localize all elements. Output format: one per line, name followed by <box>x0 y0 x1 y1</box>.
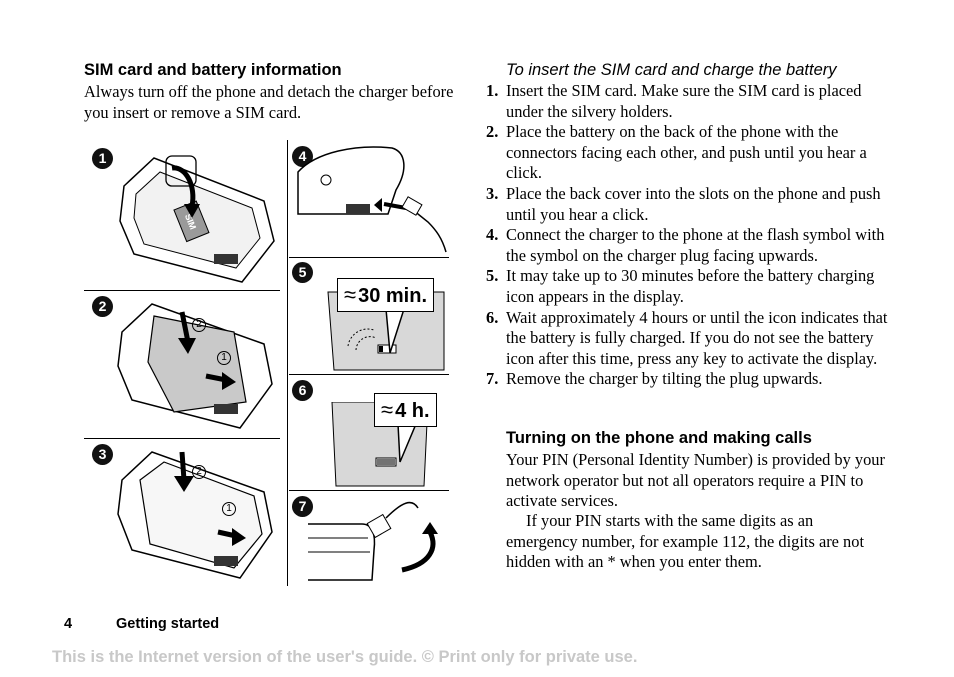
figure-divider <box>84 438 280 439</box>
instruction-figure: 1 SIM 2 2 1 3 2 1 4 <box>84 140 450 588</box>
phone-sim-illustration: SIM <box>119 155 275 283</box>
page-number: 4 <box>64 616 73 632</box>
list-item: 2.Place the battery on the back of the p… <box>486 122 867 183</box>
charger-connect-illustration <box>297 146 447 253</box>
callout-30-min: ≈30 min. <box>337 278 434 312</box>
figure-divider <box>289 374 449 375</box>
intro-paragraph: Always turn off the phone and detach the… <box>84 82 454 122</box>
section-heading-turning-on: Turning on the phone and making calls <box>506 429 812 447</box>
sub-step-marker: 1 <box>217 351 231 365</box>
list-item: 6.Wait approximately 4 hours or until th… <box>486 307 888 368</box>
step-number-badge: 6 <box>292 380 313 401</box>
list-item: 5.It may take up to 30 minutes before th… <box>486 266 875 306</box>
callout-pointer <box>385 309 405 354</box>
pin-emergency-paragraph: If your PIN starts with the same digits … <box>506 511 864 572</box>
figure-divider <box>289 490 449 491</box>
step-number-badge: 5 <box>292 262 313 283</box>
figure-divider <box>84 290 280 291</box>
step-number-badge: 4 <box>292 146 313 167</box>
phone-cover-illustration <box>117 451 273 579</box>
section-heading-sim-battery: SIM card and battery information <box>84 61 342 79</box>
list-item: 7.Remove the charger by tilting the plug… <box>486 369 823 389</box>
disclaimer-text: This is the Internet version of the user… <box>52 648 638 666</box>
callout-pointer <box>397 424 417 463</box>
step-number-badge: 3 <box>92 444 113 465</box>
list-item: 3.Place the back cover into the slots on… <box>486 183 881 224</box>
figure-divider <box>289 257 449 258</box>
procedure-steps: 1.Insert the SIM card. Make sure the SIM… <box>486 81 896 390</box>
list-item: 1.Insert the SIM card. Make sure the SIM… <box>486 81 862 121</box>
sub-step-marker: 2 <box>192 318 206 332</box>
phone-battery-illustration <box>117 303 273 429</box>
step-number-badge: 2 <box>92 296 113 317</box>
callout-4-h: ≈4 h. <box>374 393 437 427</box>
figure-divider-vertical <box>287 140 288 586</box>
running-footer-section: Getting started <box>116 616 220 632</box>
sub-step-marker: 2 <box>192 465 206 479</box>
step-number-badge: 1 <box>92 148 113 169</box>
procedure-heading: To insert the SIM card and charge the ba… <box>506 61 837 79</box>
sub-step-marker: 1 <box>222 502 236 516</box>
list-item: 4.Connect the charger to the phone at th… <box>486 225 885 265</box>
step-number-badge: 7 <box>292 496 313 517</box>
pin-paragraph: Your PIN (Personal Identity Number) is p… <box>506 450 885 511</box>
charger-remove-illustration <box>308 501 438 581</box>
